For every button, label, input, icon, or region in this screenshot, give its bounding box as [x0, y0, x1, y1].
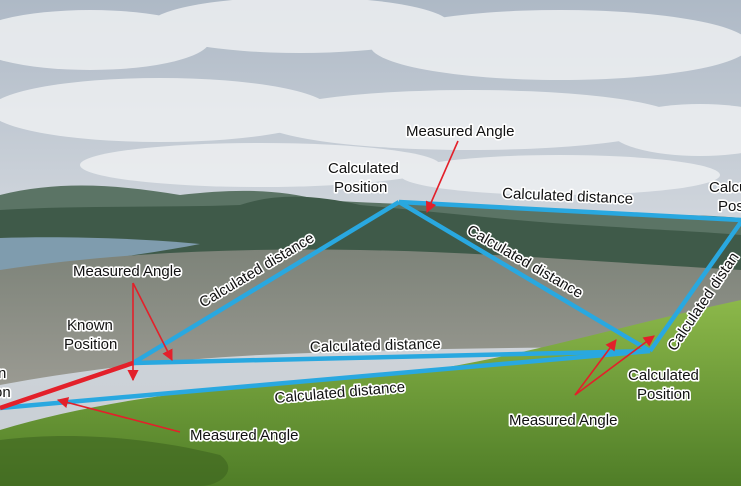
line-top-to-right-position [397, 200, 652, 353]
near-hills [0, 196, 741, 270]
grass-hill [0, 300, 741, 486]
label-known-position-2: Position [64, 336, 117, 353]
angle-arrows [56, 140, 655, 433]
arrow-bottom-right-angle-2 [574, 335, 655, 396]
label-known-position-1: Known [67, 317, 113, 334]
line-known-to-right-position [132, 348, 651, 366]
label-edge-left-1: n [0, 365, 6, 382]
label-measured-angle-bottom-left: Measured Angle [190, 427, 298, 444]
line-known-to-top-position [131, 200, 401, 365]
line-top-to-far-right [398, 199, 741, 223]
town [0, 249, 741, 385]
line-right-to-far-right [648, 220, 741, 353]
grass-shadow [0, 435, 229, 486]
label-calculated-position-top-1: Calculated [328, 160, 399, 177]
label-calculated-position-bottom-right-2: Position [637, 386, 690, 403]
label-measured-angle-top: Measured Angle [406, 123, 514, 140]
survey-lines [0, 199, 741, 411]
label-calculated-position-top-2: Position [334, 179, 387, 196]
label-measured-angle-left: Measured Angle [73, 263, 181, 280]
label-calculated-position-bottom-right-1: Calculated [628, 367, 699, 384]
label-edge-left-2: on [0, 384, 11, 401]
clouds [0, 0, 741, 195]
label-measured-angle-bottom-right: Measured Angle [509, 412, 617, 429]
label-calculated-position-right-1: Calcu [709, 179, 741, 196]
arrow-left-angle-2 [132, 282, 173, 361]
label-calculated-position-right-2: Pos [718, 198, 741, 215]
arrow-bottom-left-angle [56, 397, 181, 433]
arrow-bottom-right-angle-1 [574, 339, 617, 396]
line-left-to-right-position [0, 348, 651, 411]
known-baseline [0, 360, 134, 411]
arrow-top-angle [425, 140, 459, 214]
label-calc-distance-middle: Calculated distance [310, 336, 441, 356]
